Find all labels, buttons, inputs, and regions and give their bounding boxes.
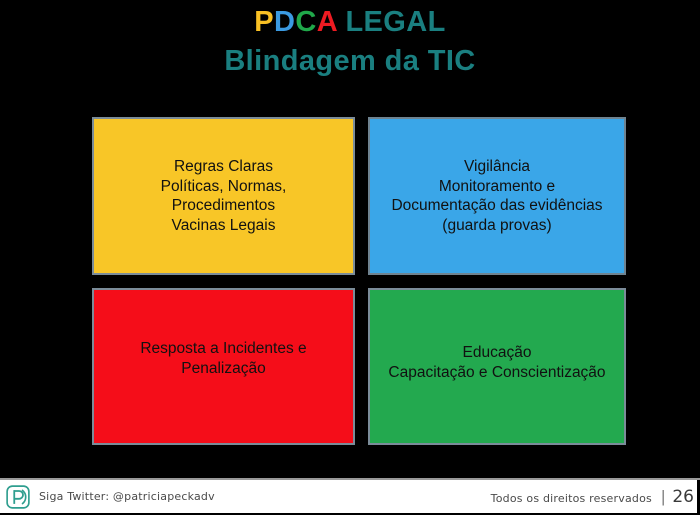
quadrant-plan-text: Regras Claras Políticas, Normas, Procedi…	[160, 158, 287, 234]
pdca-quadrant-grid: Regras Claras Políticas, Normas, Procedi…	[92, 117, 626, 445]
quadrant-do-text: Educação Capacitação e Conscientização	[388, 344, 606, 381]
title-letter-d: D	[274, 6, 296, 38]
title-letter-a: A	[316, 6, 337, 38]
slide-title-block: PDCA LEGAL Blindagem da TIC	[0, 4, 700, 79]
quadrant-act-text: Resposta a Incidentes e Penalização	[140, 340, 307, 377]
footer-right-edge	[697, 480, 700, 515]
quadrant-do[interactable]: Educação Capacitação e Conscientização	[368, 288, 626, 445]
footer-left-group: Siga Twitter: @patriciapeckadv	[6, 484, 215, 509]
slide-title-line-1: PDCA LEGAL	[0, 4, 700, 40]
footer-page-number: 26	[672, 486, 694, 507]
slide-footer: Siga Twitter: @patriciapeckadv Todos os …	[0, 478, 700, 515]
quadrant-act[interactable]: Resposta a Incidentes e Penalização	[92, 288, 355, 445]
footer-separator: |	[660, 486, 666, 506]
ppa-p-logo-icon	[6, 484, 30, 509]
footer-right-group: Todos os direitos reservados | 26	[491, 487, 694, 507]
quadrant-check-text: Vigilância Monitoramento e Documentação …	[391, 158, 603, 234]
footer-twitter-handle[interactable]: Siga Twitter: @patriciapeckadv	[39, 490, 215, 503]
footer-rights-text: Todos os direitos reservados	[490, 491, 652, 505]
slide-title-line-2: Blindagem da TIC	[224, 45, 476, 77]
title-word-legal: LEGAL	[336, 6, 446, 38]
quadrant-check[interactable]: Vigilância Monitoramento e Documentação …	[368, 117, 626, 275]
title-letter-p: P	[254, 6, 275, 38]
quadrant-plan[interactable]: Regras Claras Políticas, Normas, Procedi…	[92, 117, 355, 275]
title-letter-c: C	[295, 6, 317, 38]
